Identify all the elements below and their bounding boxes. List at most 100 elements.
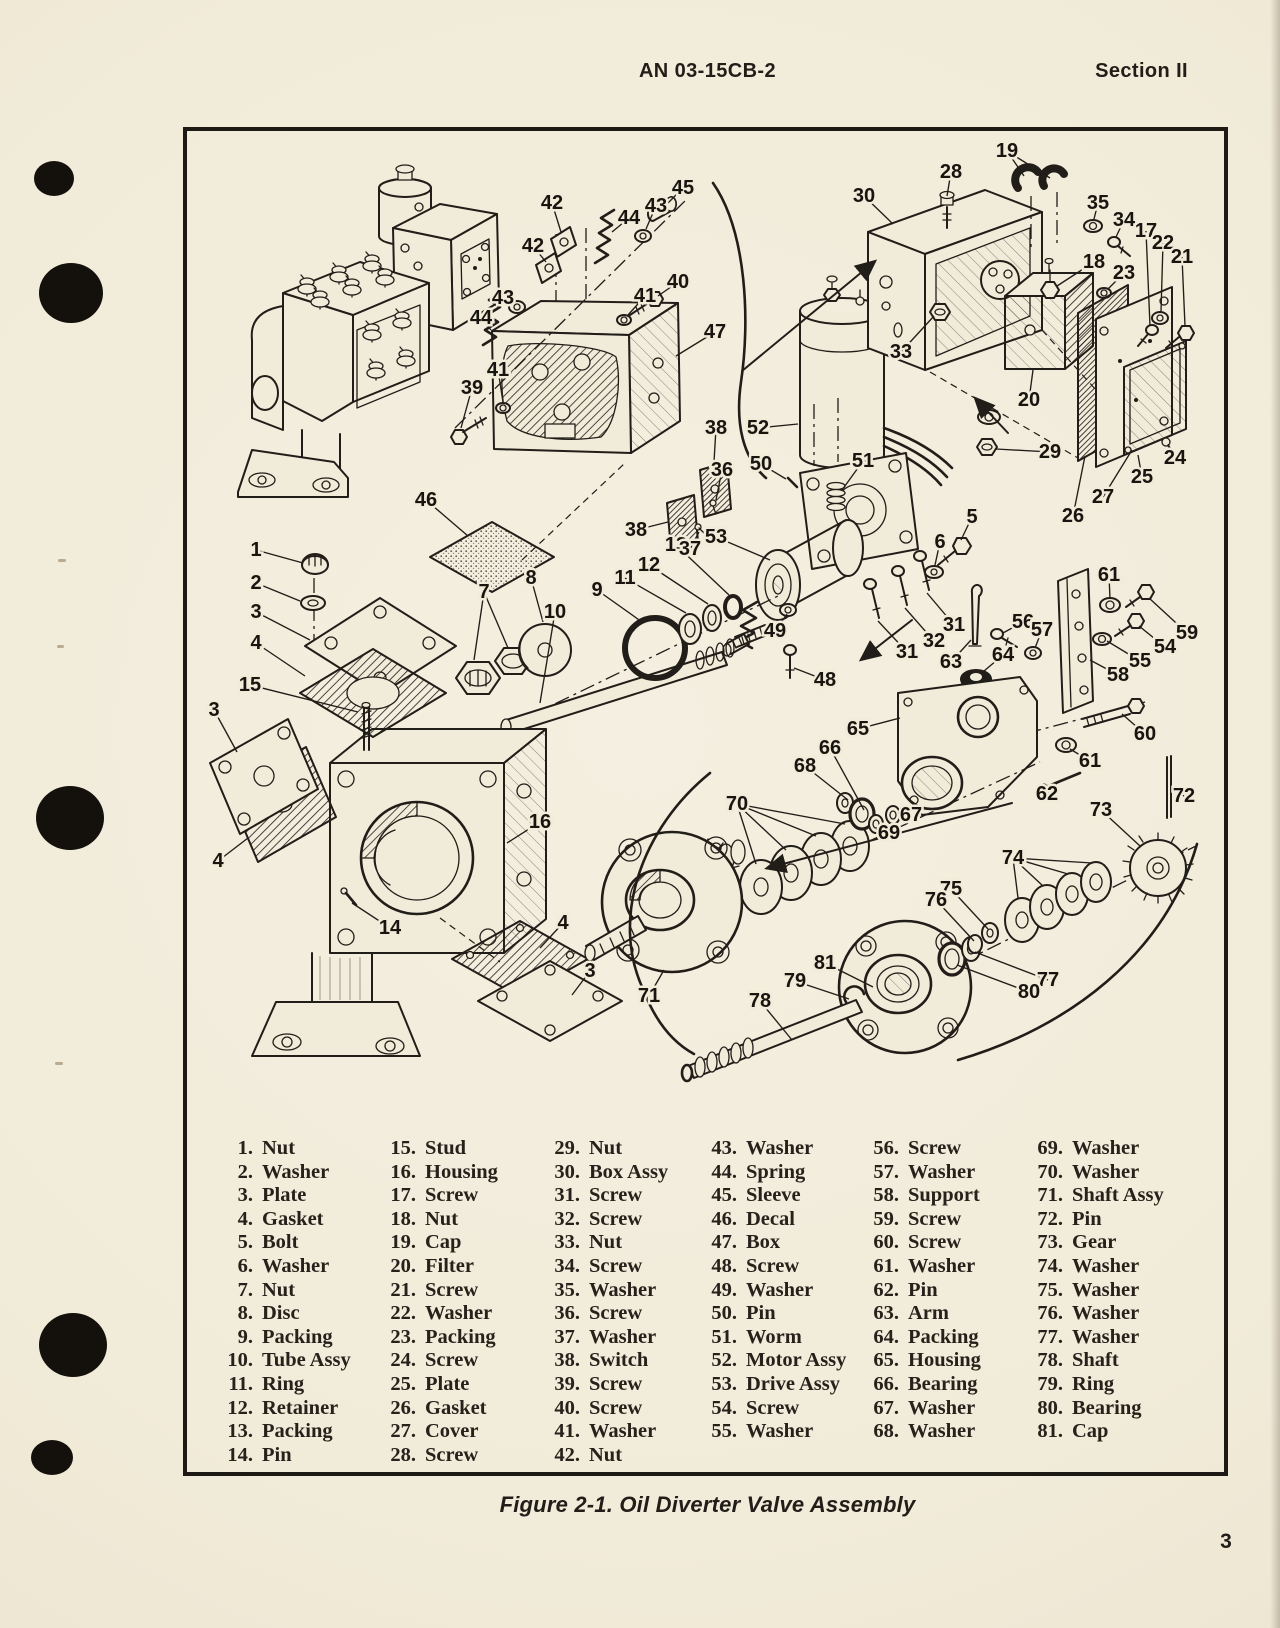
callout-2: 2 [250,572,261,594]
callout-53: 53 [705,526,727,548]
parts-list-item: 35.Washer [554,1278,657,1301]
callout-52: 52 [747,417,769,439]
callout-61: 61 [1098,564,1120,586]
parts-list-item: 7.Nut [237,1278,296,1301]
parts-list-item: 46.Decal [711,1207,795,1230]
callout-4: 4 [557,912,569,934]
parts-list-item: 75.Washer [1037,1278,1140,1301]
parts-list-item: 79.Ring [1037,1372,1115,1395]
section-title: Section II [1095,60,1188,82]
parts-list-item: 14.Pin [227,1443,292,1466]
tube-assembly-10 [455,594,779,736]
binder-hole [39,1313,107,1377]
callout-6: 6 [934,531,945,553]
callout-44: 44 [618,207,641,229]
callout-4: 4 [212,850,224,872]
parts-list-item: 12.Retainer [227,1396,339,1419]
parts-list-item: 60.Screw [873,1231,962,1254]
callout-71: 71 [638,985,660,1007]
callout-15: 15 [239,674,261,696]
parts-list-item: 24.Screw [390,1349,479,1372]
callout-5: 5 [966,506,977,528]
parts-list-item: 64.Packing [873,1325,979,1348]
callout-44: 44 [470,307,493,329]
parts-list-item: 63.Arm [873,1302,949,1325]
parts-list-item: 61.Washer [873,1254,976,1277]
parts-list-item: 36.Screw [554,1302,643,1325]
fastener-row [450,196,689,445]
callout-43: 43 [492,287,514,309]
callout-70: 70 [726,793,748,815]
callout-12: 12 [638,554,660,576]
callout-14: 14 [379,917,402,939]
parts-list-item: 32.Screw [554,1207,643,1230]
parts-list-item: 51.Worm [711,1325,802,1348]
callout-55: 55 [1129,650,1151,672]
parts-list-item: 10.Tube Assy [227,1349,351,1372]
callout-10: 10 [544,601,566,623]
parts-list-item: 27.Cover [390,1420,479,1443]
callout-66: 66 [819,737,841,759]
callout-38: 38 [705,417,727,439]
parts-list-item: 80.Bearing [1037,1396,1142,1419]
support-housing-group [897,568,1155,816]
parts-list-item: 3.Plate [237,1184,307,1207]
figure-caption: Figure 2-1. Oil Diverter Valve Assembly [499,1492,916,1517]
parts-list-item: 70.Washer [1037,1160,1140,1183]
parts-list-item: 8.Disc [237,1302,300,1325]
callout-32: 32 [923,630,945,652]
callout-62: 62 [1036,783,1058,805]
callout-9: 9 [591,579,602,601]
callout-36: 36 [711,459,733,481]
parts-list-item: 1.Nut [237,1137,296,1159]
callout-43: 43 [645,195,667,217]
binder-hole [31,1440,73,1475]
callout-24: 24 [1164,447,1187,469]
callout-56: 56 [1012,611,1034,633]
callout-60: 60 [1134,723,1156,745]
parts-list-item: 58.Support [873,1184,980,1207]
binder-hole [34,161,74,196]
parts-list-item: 81.Cap [1037,1420,1109,1443]
parts-list-item: 4.Gasket [237,1207,324,1230]
callout-46: 46 [415,489,437,511]
paper-speck [57,645,64,648]
parts-list-item: 53.Drive Assy [711,1372,840,1395]
cover-plates [929,284,1195,468]
shaft-assembly-71 [584,830,746,974]
parts-list-item: 20.Filter [390,1254,474,1277]
callout-1: 1 [250,539,261,561]
callout-33: 33 [890,341,912,363]
parts-list-item: 55.Washer [711,1420,814,1443]
parts-list-item: 43.Washer [711,1137,814,1159]
parts-list-item: 47.Box [711,1231,781,1254]
callout-26: 26 [1062,505,1084,527]
callout-67: 67 [900,804,922,826]
parts-list-item: 78.Shaft [1037,1349,1119,1372]
parts-list-item: 23.Packing [390,1325,496,1348]
gear-shaft-group [680,755,1197,1083]
callout-45: 45 [672,177,694,199]
callout-11: 11 [614,567,635,589]
callout-57: 57 [1031,619,1053,641]
parts-list-item: 21.Screw [390,1278,479,1301]
callout-64: 64 [992,644,1015,666]
page-number: 3 [1220,1530,1232,1553]
callout-47: 47 [704,321,726,343]
callout-38: 38 [625,519,647,541]
callout-41: 41 [634,285,656,307]
parts-list-item: 50.Pin [711,1302,776,1325]
callout-37: 37 [679,538,701,560]
callout-35: 35 [1087,192,1109,214]
callout-79: 79 [784,970,806,992]
parts-list-item: 19.Cap [390,1231,462,1254]
parts-list-item: 77.Washer [1037,1325,1140,1348]
switches [666,461,732,551]
parts-list-item: 44.Spring [711,1160,806,1183]
parts-list-item: 52.Motor Assy [711,1349,847,1372]
callout-68: 68 [794,755,816,777]
